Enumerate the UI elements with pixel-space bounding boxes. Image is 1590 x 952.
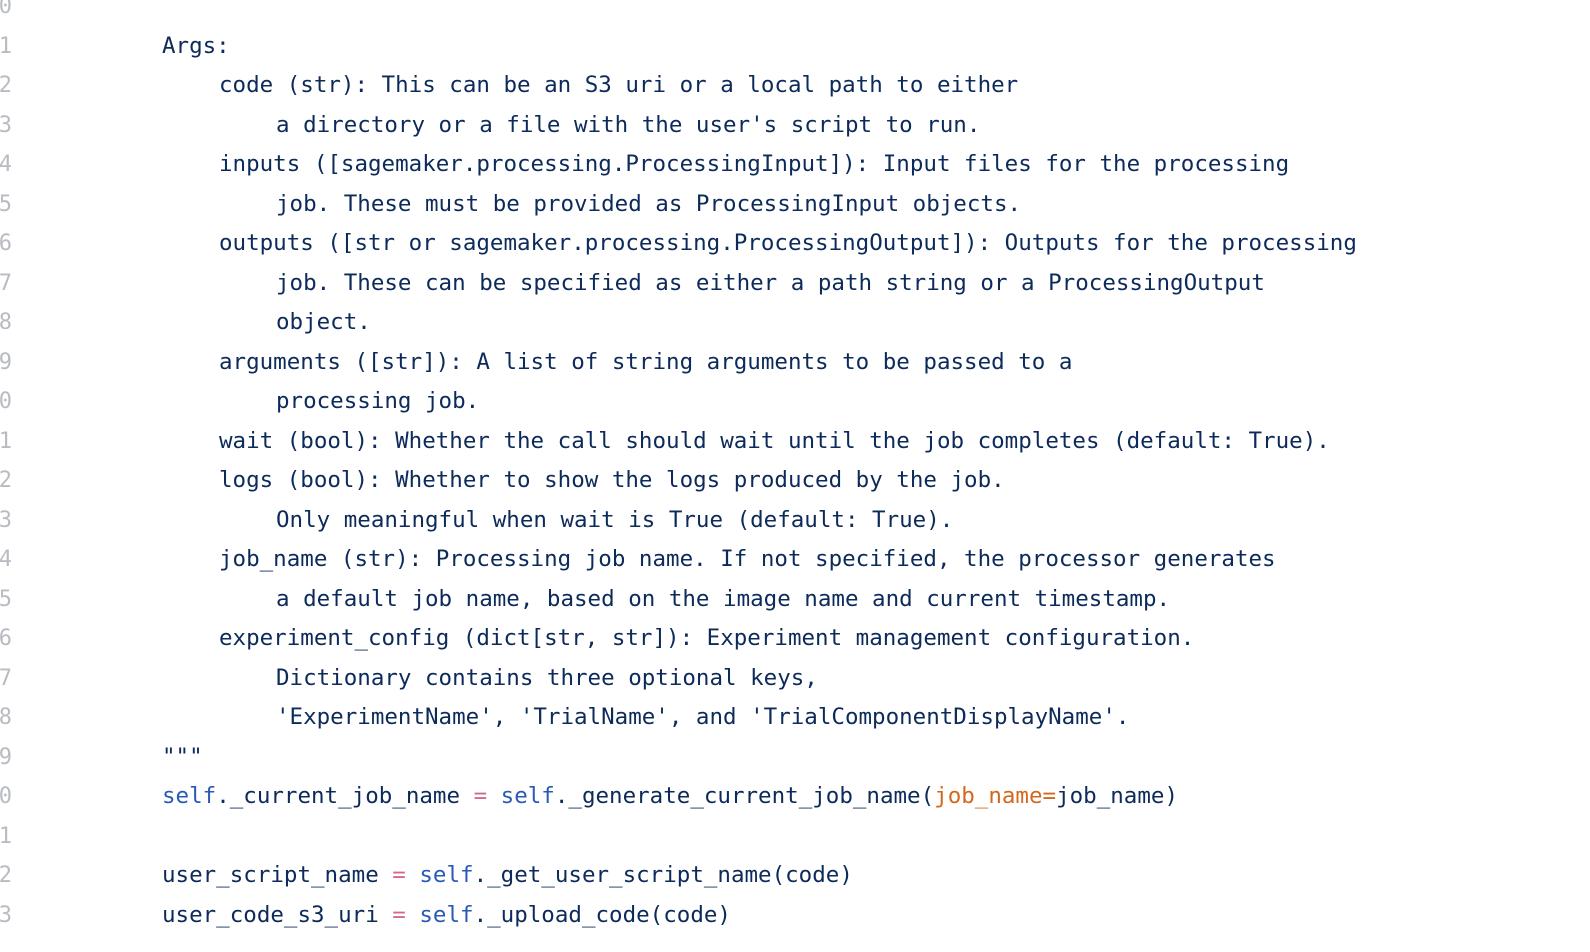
line-number: 0 [0, 784, 12, 809]
code-line: 8 object. [0, 303, 1590, 343]
assign-operator: = [473, 783, 488, 809]
line-number: 6 [0, 626, 12, 651]
assign-operator: = [392, 902, 406, 928]
code-line: 0 processing job. [0, 382, 1590, 422]
code-line: 6 experiment_config (dict[str, str]): Ex… [0, 619, 1590, 659]
docstring-text: arguments ([str]): A list of string argu… [219, 349, 1073, 375]
code-line: 0 [0, 0, 1590, 27]
code-line: 4 job_name (str): Processing job name. I… [0, 540, 1590, 580]
line-number: 3 [0, 113, 12, 138]
self-keyword: self [500, 783, 555, 809]
code-token: job_name) [1056, 783, 1178, 809]
code-token: user_script_name [162, 862, 393, 888]
docstring-text: outputs ([str or sagemaker.processing.Pr… [219, 230, 1357, 256]
line-number: 4 [0, 152, 12, 177]
code-line: 5 a default job name, based on the image… [0, 580, 1590, 620]
docstring-text: a directory or a file with the user's sc… [276, 112, 981, 138]
code-line: 9 """ [0, 738, 1590, 778]
code-statement: self._current_job_name = self._generate_… [162, 777, 1178, 817]
code-line: 3 Only meaningful when wait is True (def… [0, 501, 1590, 541]
docstring-text: wait (bool): Whether the call should wai… [219, 428, 1330, 454]
line-number: 7 [0, 271, 12, 296]
code-line: 8 'ExperimentName', 'TrialName', and 'Tr… [0, 698, 1590, 738]
code-token [406, 862, 420, 888]
docstring-text: job. These can be specified as either a … [276, 270, 1265, 296]
line-number: 1 [0, 429, 12, 454]
docstring-text: job_name (str): Processing job name. If … [219, 546, 1276, 572]
code-line: 3 a directory or a file with the user's … [0, 106, 1590, 146]
docstring-text: Args: [162, 33, 230, 59]
code-token: user_code_s3_uri [162, 902, 393, 928]
line-number: 3 [0, 508, 12, 533]
code-line: 2 code (str): This can be an S3 uri or a… [0, 66, 1590, 106]
self-keyword: self [419, 902, 474, 928]
code-token: ._get_user_script_name(code) [473, 862, 853, 888]
code-line: 1 [0, 817, 1590, 857]
code-statement: user_code_s3_uri = self._upload_code(cod… [162, 896, 731, 936]
docstring-text: job. These must be provided as Processin… [276, 191, 1022, 217]
line-number: 2 [0, 468, 12, 493]
code-token: ._current_job_name [216, 783, 474, 809]
line-number: 9 [0, 350, 12, 375]
docstring-text: Only meaningful when wait is True (defau… [276, 507, 954, 533]
line-number: 0 [0, 0, 12, 19]
assign-operator: = [392, 862, 406, 888]
line-number: 7 [0, 666, 12, 691]
docstring-text: 'ExperimentName', 'TrialName', and 'Tria… [276, 704, 1130, 730]
docstring-text: a default job name, based on the image n… [276, 586, 1171, 612]
docstring-text: inputs ([sagemaker.processing.Processing… [219, 151, 1290, 177]
code-statement: user_script_name = self._get_user_script… [162, 856, 853, 896]
line-number: 9 [0, 745, 12, 770]
line-number: 2 [0, 863, 12, 888]
docstring-text: experiment_config (dict[str, str]): Expe… [219, 625, 1195, 651]
line-number: 1 [0, 34, 12, 59]
line-number: 1 [0, 824, 12, 849]
code-line: 7 job. These can be specified as either … [0, 264, 1590, 304]
line-number: 8 [0, 705, 12, 730]
code-line: 0 self._current_job_name = self._generat… [0, 777, 1590, 817]
code-line: 6 outputs ([str or sagemaker.processing.… [0, 224, 1590, 264]
code-line: 1 wait (bool): Whether the call should w… [0, 422, 1590, 462]
line-number: 2 [0, 73, 12, 98]
docstring-text: logs (bool): Whether to show the logs pr… [219, 467, 1005, 493]
code-token: ._generate_current_job_name( [554, 783, 935, 809]
line-number: 0 [0, 389, 12, 414]
code-line: 2 user_script_name = self._get_user_scri… [0, 856, 1590, 896]
current-line[interactable]: 3 user_code_s3_uri = self._upload_code(c… [0, 896, 1590, 936]
docstring-text: Dictionary contains three optional keys, [276, 665, 818, 691]
self-keyword: self [419, 862, 474, 888]
code-line: 9 arguments ([str]): A list of string ar… [0, 343, 1590, 383]
line-number: 3 [0, 903, 12, 928]
code-line: 2 logs (bool): Whether to show the logs … [0, 461, 1590, 501]
self-keyword: self [162, 783, 217, 809]
code-token [487, 783, 501, 809]
code-line: 4 inputs ([sagemaker.processing.Processi… [0, 145, 1590, 185]
code-line: 7 Dictionary contains three optional key… [0, 659, 1590, 699]
docstring-text: code (str): This can be an S3 uri or a l… [219, 72, 1019, 98]
docstring-text: processing job. [276, 388, 480, 414]
line-number: 6 [0, 231, 12, 256]
line-number: 5 [0, 192, 12, 217]
named-argument: job_name= [934, 783, 1057, 809]
code-token: ._upload_code(code) [473, 902, 731, 928]
code-token [406, 902, 420, 928]
line-number: 5 [0, 587, 12, 612]
docstring-text: object. [276, 309, 371, 335]
line-number: 4 [0, 547, 12, 572]
code-line: 1 Args: [0, 27, 1590, 67]
code-line: 5 job. These must be provided as Process… [0, 185, 1590, 225]
line-number: 8 [0, 310, 12, 335]
docstring-end: """ [162, 744, 203, 770]
